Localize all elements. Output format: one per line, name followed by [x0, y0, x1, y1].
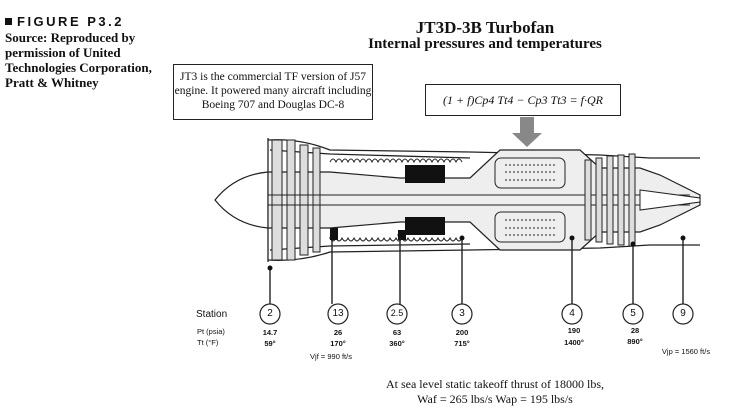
fan-jet-velocity: Vjf = 990 ft/s — [310, 352, 352, 361]
station-tt: 170° — [330, 339, 346, 348]
station-circles — [259, 303, 694, 325]
nose-cone — [214, 171, 269, 229]
station-leaders — [269, 235, 684, 304]
station-number: 3 — [459, 308, 465, 319]
station-pt: 200 — [455, 328, 469, 337]
thrust-note: At sea level static takeoff thrust of 18… — [385, 377, 605, 391]
station-pt: 63 — [392, 328, 402, 337]
exhaust-cone — [639, 189, 701, 211]
station-number: 13 — [332, 308, 344, 319]
note-box: JT3 is the commercial TF version of J57 … — [173, 64, 373, 120]
station-pt: 26 — [333, 328, 343, 337]
station-tt: 890° — [627, 337, 643, 346]
station-number: 4 — [569, 308, 575, 319]
station-pt: 190 — [567, 326, 581, 335]
station-tt: 360° — [389, 339, 405, 348]
station-number: 5 — [630, 308, 636, 319]
station-pt: 28 — [630, 326, 640, 335]
station-header: Station — [196, 309, 228, 320]
pt-row-label: Pt (psia) — [197, 327, 225, 336]
station-number: 2 — [267, 308, 273, 319]
energy-equation-box: (1 + f)Cp4 Tt4 − Cp3 Tt3 = f·QR — [425, 84, 621, 116]
station-tt: 715° — [454, 339, 470, 348]
compressor-stages — [329, 158, 463, 242]
mass-flow-note: Waf = 265 lbs/s Wap = 195 lbs/s — [417, 392, 573, 406]
station-tt: 59° — [264, 339, 276, 348]
fan-stages — [271, 139, 321, 261]
figure-label: FIGURE P3.2 — [17, 14, 124, 29]
station-pt: 14.7 — [262, 328, 278, 337]
primary-jet-velocity: Vjp = 1560 ft/s — [661, 347, 711, 356]
station-leader-dots — [267, 232, 686, 271]
figure-caption: FIGURE P3.2 Source: Reproduced by permis… — [5, 14, 173, 90]
tt-row-label: Tt (°F) — [197, 338, 219, 347]
diagram-title: JT3D-3B Turbofan — [415, 18, 555, 37]
figure-label-row: FIGURE P3.2 — [5, 14, 173, 29]
heat-arrow-icon — [512, 117, 542, 147]
bullet-square-icon — [5, 18, 12, 25]
station-number: 2.5 — [390, 308, 404, 318]
station-number: 9 — [680, 308, 686, 319]
combustor — [494, 157, 566, 243]
station-tt: 1400° — [564, 338, 584, 347]
figure-source: Source: Reproduced by permission of Unit… — [5, 30, 152, 90]
diagram-subtitle: Internal pressures and temperatures — [368, 36, 602, 52]
